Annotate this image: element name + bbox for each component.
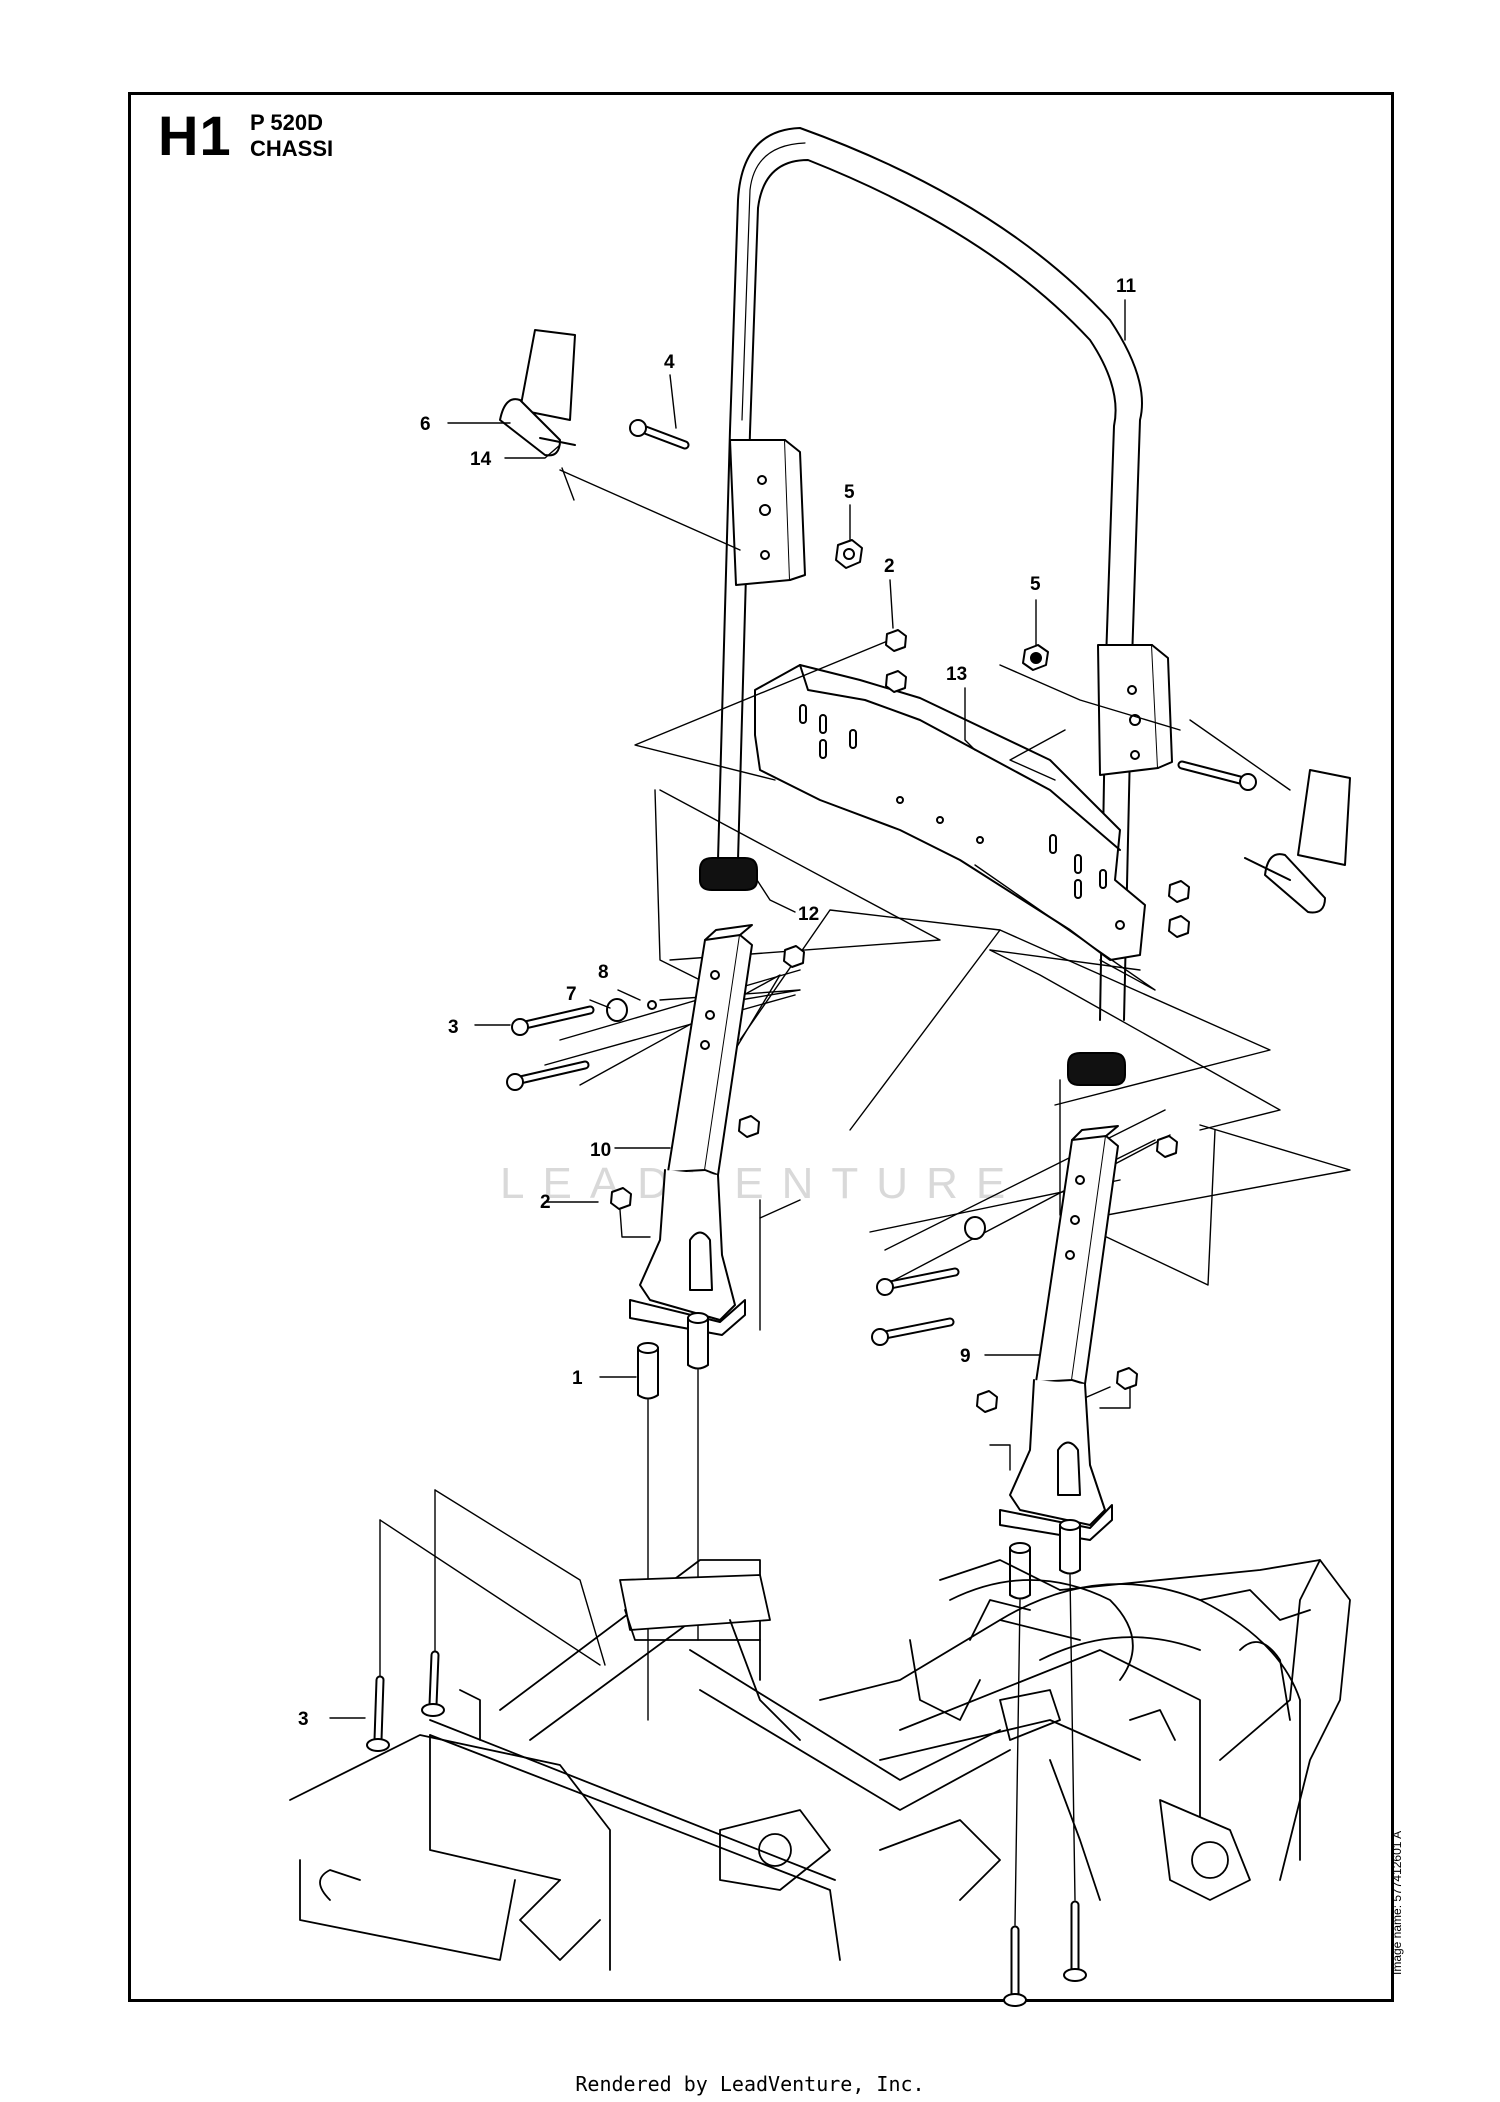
callout-7: 7 (566, 984, 577, 1005)
right-upright-post (999, 1125, 1119, 1541)
roll-bar (717, 127, 1173, 1021)
chassis-frame (289, 1559, 1351, 1971)
callout-8: 8 (598, 962, 609, 983)
callout-12: 12 (798, 904, 819, 925)
reference-lines (379, 429, 1351, 1681)
image-name: Image name: 577412601 A (1390, 1830, 1404, 1975)
callout-3-upper: 3 (448, 1017, 459, 1038)
callout-5-upper: 5 (844, 482, 855, 503)
callout-2-upper: 2 (884, 556, 895, 577)
callout-6: 6 (420, 414, 431, 435)
section-code: H1 (158, 104, 232, 167)
watermark-text: LEADVENTURE (500, 1159, 1023, 1208)
model-name: P 520D (250, 110, 323, 135)
callout-5-right: 5 (1030, 574, 1041, 595)
spacers (637, 1312, 1081, 1600)
render-credit: Rendered by LeadVenture, Inc. (575, 2072, 925, 2096)
bolt-axes (647, 1369, 1076, 1926)
callout-14: 14 (470, 449, 492, 470)
section-name: CHASSI (250, 136, 334, 161)
leader-lines (329, 299, 1126, 1719)
diagram-frame (128, 92, 1394, 2002)
cross-plate (754, 664, 1146, 961)
post-caps (699, 857, 1126, 1086)
callout-9: 9 (960, 1346, 971, 1367)
bolts (366, 419, 1257, 2007)
lynch-pins (499, 329, 1351, 914)
callout-13: 13 (946, 664, 967, 685)
callout-2-lower: 2 (540, 1192, 551, 1213)
left-upright-post (629, 924, 753, 1336)
callout-labels: 11 4 6 14 5 2 5 13 12 8 7 3 10 2 9 1 3 (298, 276, 1137, 1730)
callout-3-lower: 3 (298, 1709, 309, 1730)
callout-4: 4 (664, 352, 675, 373)
callout-11: 11 (1116, 276, 1137, 297)
nuts (606, 539, 1190, 1413)
callout-10: 10 (590, 1140, 611, 1161)
callout-1: 1 (572, 1368, 583, 1389)
